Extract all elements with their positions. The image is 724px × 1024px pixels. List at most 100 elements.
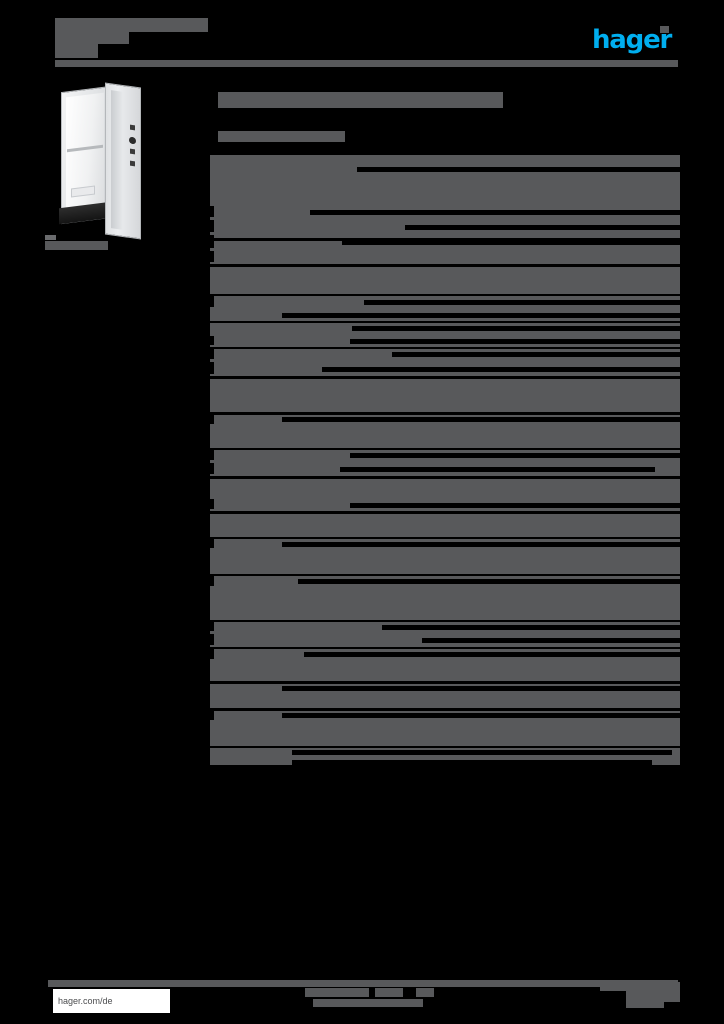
product-image-caption-line-1 — [45, 235, 56, 240]
table-row-marker — [210, 499, 214, 509]
table-row-separator — [210, 238, 680, 241]
table-row-marker — [210, 463, 214, 474]
table-row-separator — [210, 708, 680, 711]
footer-right-text-1 — [600, 982, 680, 991]
table-cell-value — [422, 638, 680, 643]
product-photo — [53, 82, 158, 240]
table-cell-value — [352, 326, 680, 331]
table-cell-value — [357, 167, 680, 172]
footer-center-text-3 — [313, 999, 423, 1007]
table-row-separator — [210, 412, 680, 415]
table-cell-value — [304, 652, 680, 657]
table-row-separator — [210, 264, 680, 267]
table-row-marker — [210, 336, 214, 345]
product-image-column — [45, 80, 205, 265]
table-row — [210, 722, 680, 746]
table-row-marker — [210, 235, 214, 248]
page-subtitle — [218, 131, 345, 142]
header-title-line-3 — [55, 44, 98, 58]
table-row-marker — [210, 634, 214, 645]
cabinet-hinge-icon — [130, 124, 135, 131]
table-cell-value — [282, 417, 700, 422]
table-row — [210, 183, 680, 205]
table-row-separator — [210, 574, 680, 576]
table-row — [210, 264, 680, 294]
table-row — [210, 588, 680, 620]
table-cell-value — [322, 367, 680, 372]
table-row — [210, 476, 680, 498]
table-row-marker — [210, 621, 214, 631]
table-cell-value — [405, 225, 680, 230]
table-cell-value — [382, 625, 680, 630]
table-row-separator — [210, 681, 680, 684]
footer-url-background — [53, 989, 170, 1013]
cabinet-hinge-icon — [130, 148, 135, 155]
table-row-marker — [210, 295, 214, 307]
table-cell-value — [350, 453, 680, 458]
table-row-marker — [210, 709, 214, 720]
table-cell-value — [282, 542, 696, 547]
table-cell-value — [340, 467, 655, 472]
table-row-separator — [210, 746, 680, 748]
footer-center-text-1 — [305, 988, 369, 997]
table-row — [210, 250, 680, 264]
table-row-marker — [210, 348, 214, 359]
table-row-separator — [210, 448, 680, 450]
page-title — [218, 92, 503, 108]
table-row-marker — [210, 648, 214, 659]
hager-logo[interactable]: hager — [592, 25, 672, 55]
table-row-separator — [210, 647, 680, 649]
table-row-marker — [210, 449, 214, 460]
cabinet-lock-icon — [129, 136, 136, 145]
page-footer — [0, 980, 724, 1024]
table-row-marker — [210, 575, 214, 586]
footer-right-text-3 — [626, 1002, 664, 1008]
header-title-line-1 — [55, 18, 208, 32]
logo-registered-mark — [660, 26, 669, 33]
table-cell-value — [282, 713, 690, 718]
table-cell-value — [342, 240, 680, 245]
footer-divider — [48, 980, 678, 987]
table-row-marker — [210, 413, 214, 424]
table-row-separator — [210, 476, 680, 479]
footer-center-text-2 — [375, 988, 403, 997]
table-row-marker — [210, 220, 214, 232]
table-row — [210, 376, 680, 412]
header-title-line-2 — [55, 32, 129, 44]
table-cell-value — [298, 579, 680, 584]
table-row-separator — [210, 294, 680, 296]
table-row-separator — [210, 537, 680, 539]
table-cell-value — [282, 313, 680, 318]
table-cell-value — [392, 352, 680, 357]
table-row — [210, 426, 680, 448]
footer-right-text-2 — [626, 991, 680, 1002]
header-divider — [55, 60, 678, 67]
page-header: hager — [0, 0, 724, 78]
table-cell-value — [310, 210, 680, 215]
cabinet-door-inner-face-shape — [111, 90, 123, 230]
footer-center-text-4 — [416, 988, 434, 997]
table-row-marker — [210, 251, 214, 262]
table-cell-value — [292, 750, 672, 755]
table-cell-value — [350, 339, 680, 344]
table-row-separator — [210, 511, 680, 514]
table-cell-value — [292, 760, 652, 765]
specification-table — [210, 155, 700, 765]
product-image-caption-line-2 — [45, 241, 108, 250]
cabinet-hinge-icon — [130, 160, 135, 167]
table-row — [210, 695, 680, 708]
table-row — [210, 661, 680, 681]
table-cell-value — [282, 686, 685, 691]
table-cell-value — [364, 300, 680, 305]
footer-website-link[interactable]: hager.com/de — [58, 996, 113, 1006]
table-row-marker — [210, 362, 214, 374]
table-row-marker — [210, 538, 214, 548]
table-cell-value — [350, 503, 680, 508]
table-row-separator — [210, 620, 680, 622]
table-row-separator — [210, 347, 680, 349]
table-row-marker — [210, 206, 214, 217]
table-row-separator — [210, 321, 680, 323]
table-row-separator — [210, 376, 680, 379]
table-row — [210, 550, 680, 574]
